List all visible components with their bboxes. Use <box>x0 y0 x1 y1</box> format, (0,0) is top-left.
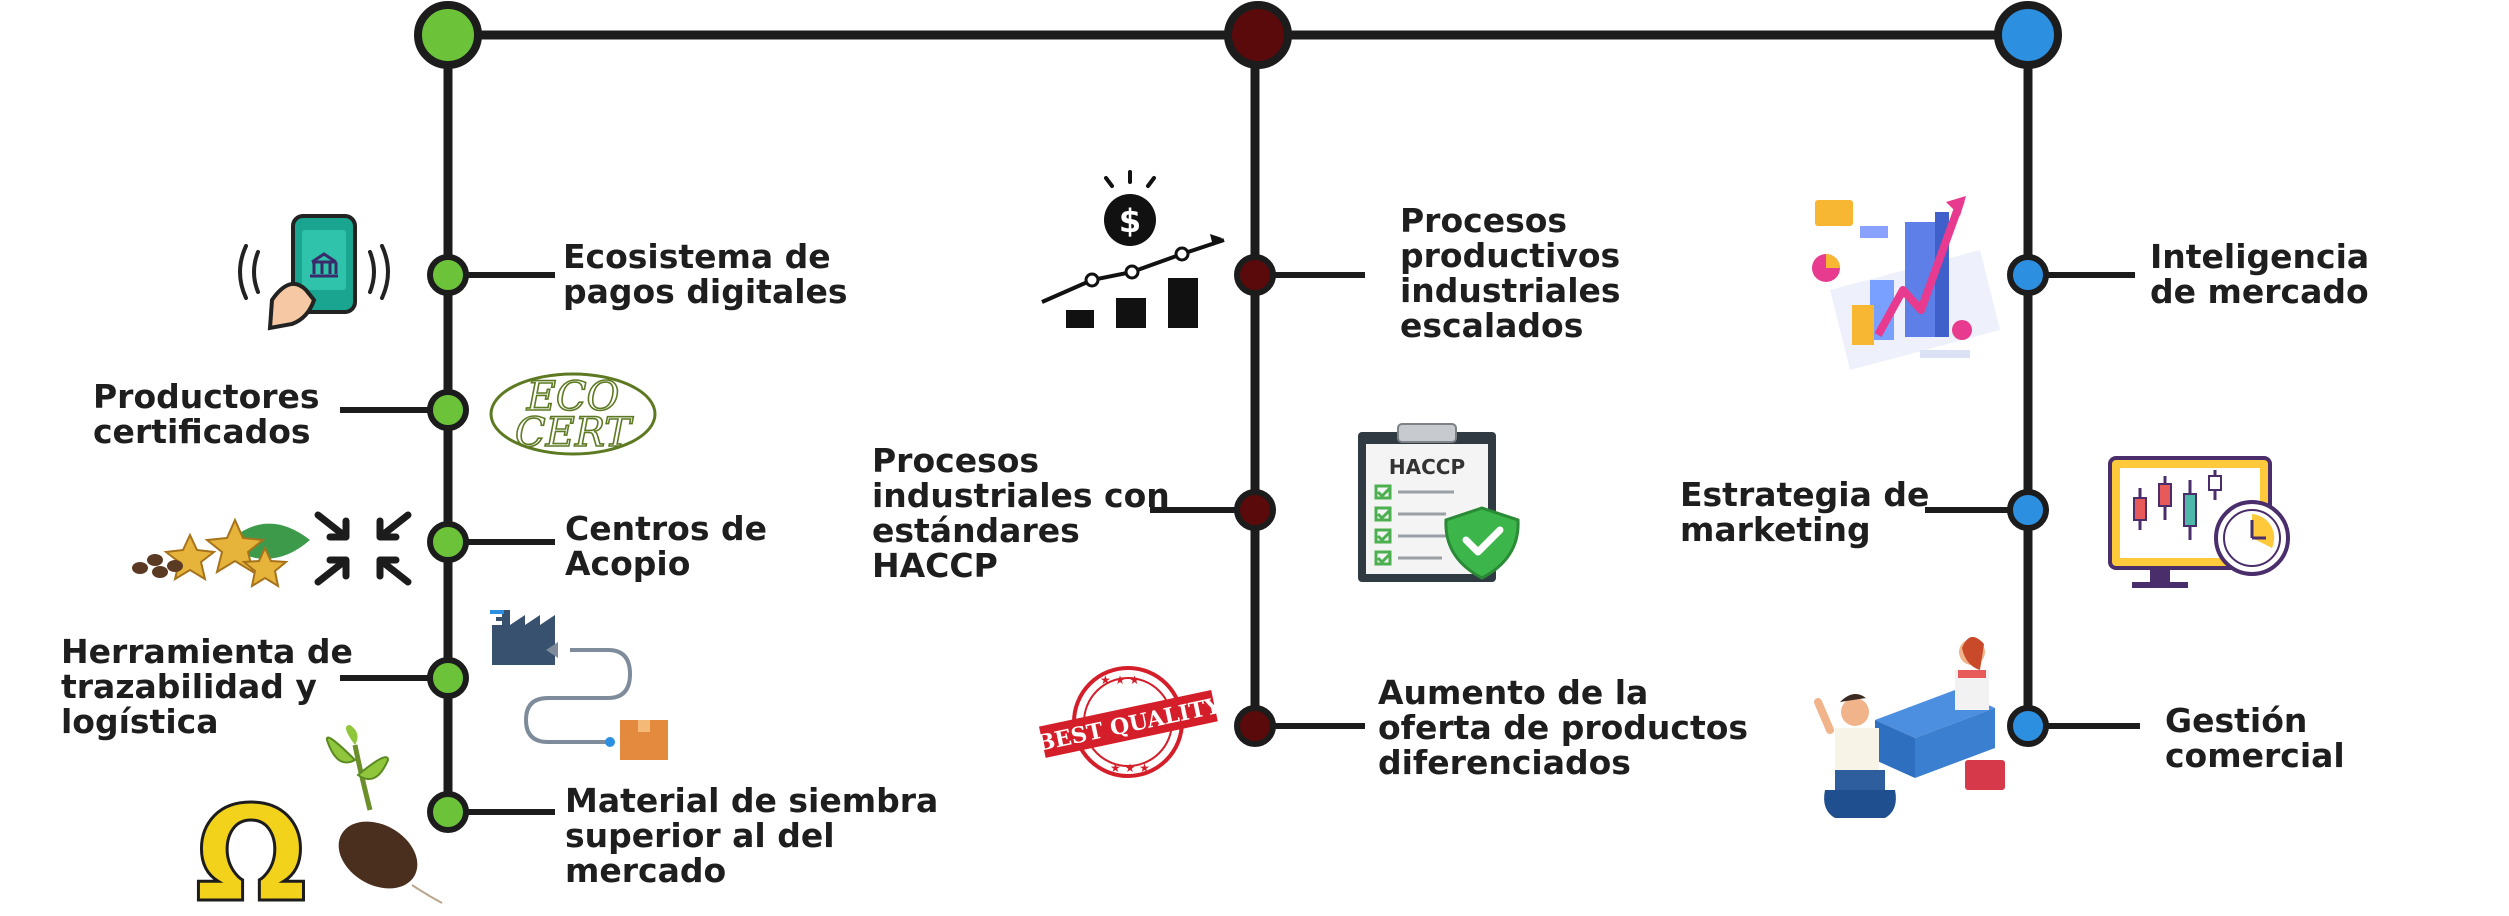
marketing-monitor-icon <box>2108 456 2290 588</box>
factory-to-box-logistics-icon <box>490 610 668 760</box>
mobile-payment-icon <box>238 214 390 331</box>
node-gestion <box>2007 705 2049 747</box>
growth-chart-dollar-icon: $ <box>1041 170 1225 328</box>
ecocert-text-line2: CERT <box>515 410 634 456</box>
node-procesos-haccp <box>1234 489 1276 531</box>
label-procesos-haccp: Procesos industriales con estándares HAC… <box>872 441 1170 585</box>
node-material <box>427 791 469 833</box>
haccp-clipboard-icon: HACCP <box>1358 423 1520 582</box>
label-centros-acopio: Centros de Acopio <box>565 509 767 583</box>
top-node-green <box>414 1 482 69</box>
label-gestion-comercial: Gestión comercial <box>2165 701 2345 775</box>
node-centros <box>427 521 469 563</box>
label-productores-certificados: Productores certificados <box>93 377 320 451</box>
label-inteligencia-mercado: Inteligencia de mercado <box>2150 237 2370 311</box>
best-quality-stamp-icon: BEST QUALITY ★ ★ ★ ★ ★ ★ <box>1034 666 1223 778</box>
svg-text:$: $ <box>1119 202 1141 240</box>
ecocert-text-line1: ECO <box>526 374 620 420</box>
collection-center-icon <box>132 511 412 589</box>
svg-text:Ω: Ω <box>195 778 307 916</box>
svg-text:★ ★ ★: ★ ★ ★ <box>1110 761 1150 775</box>
node-ecosistema <box>427 254 469 296</box>
label-herramienta-trazabilidad: Herramienta de trazabilidad y logística <box>61 632 353 741</box>
node-procesos-escalados <box>1234 254 1276 296</box>
market-analytics-icon <box>1812 196 2000 370</box>
label-aumento-oferta: Aumento de la oferta de productos difere… <box>1378 673 1749 782</box>
node-herramienta <box>427 657 469 699</box>
node-inteligencia <box>2007 254 2049 296</box>
node-productores <box>427 389 469 431</box>
business-meeting-icon <box>1635 636 2005 818</box>
haccp-text: HACCP <box>1389 455 1465 479</box>
label-procesos-escalados: Procesos productivos industriales escala… <box>1400 201 1621 345</box>
ecocert-logo-icon: ECO CERT <box>489 372 657 457</box>
top-node-maroon <box>1224 1 1292 69</box>
item-nodes <box>427 254 2049 833</box>
svg-text:★ ★ ★: ★ ★ ★ <box>1100 673 1140 687</box>
node-aumento <box>1234 705 1276 747</box>
label-ecosistema-pagos: Ecosistema de pagos digitales <box>563 237 848 311</box>
label-estrategia-marketing: Estrategia de marketing <box>1680 475 1930 549</box>
top-node-blue <box>1994 1 2062 69</box>
node-estrategia <box>2007 489 2049 531</box>
label-material-siembra: Material de siembra superior al del merc… <box>565 781 939 890</box>
seed-sprout-icon: Ω <box>193 725 443 916</box>
